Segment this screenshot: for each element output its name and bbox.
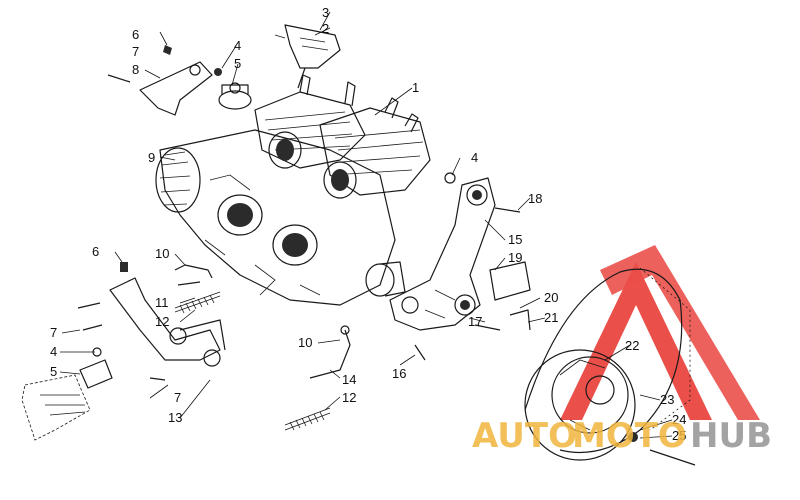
- callout-10b: 10: [298, 335, 312, 350]
- watermark-text-moto: MOTO: [572, 416, 687, 456]
- watermark-text-auto: AUTO: [472, 416, 577, 456]
- lower-mount-left: [21, 347, 113, 441]
- callout-15: 15: [508, 232, 522, 247]
- bolts-right: [414, 172, 531, 361]
- callout-2: 2: [322, 21, 329, 36]
- callout-23: 23: [660, 392, 674, 407]
- exhaust-spring-upper: [174, 291, 221, 314]
- leader-lines: [59, 11, 673, 439]
- callout-24: 24: [672, 412, 686, 427]
- callout-17: 17: [468, 314, 482, 329]
- callout-16: 16: [392, 366, 406, 381]
- callout-13: 13: [168, 410, 182, 425]
- callout-20: 20: [544, 290, 558, 305]
- callout-6a: 6: [132, 27, 139, 42]
- callout-11: 11: [155, 295, 169, 310]
- exhaust-spring-lower: [284, 407, 331, 431]
- engine-bracket-top: [107, 45, 213, 116]
- callout-18: 18: [528, 191, 542, 206]
- callout-7a: 7: [132, 44, 139, 59]
- callout-9: 9: [148, 150, 155, 165]
- callout-4a: 4: [234, 38, 241, 53]
- engine-block: [155, 74, 431, 306]
- callout-8: 8: [132, 62, 139, 77]
- callout-19: 19: [508, 250, 522, 265]
- callout-labels: 1 2 3 4 4 4 5 5 6 6 7 7 7 7 8 9 10 10 11…: [50, 5, 686, 443]
- drive-belt: [524, 267, 691, 454]
- watermark-text-hub: HUB: [690, 416, 772, 456]
- callout-12a: 12: [155, 314, 169, 329]
- callout-21: 21: [544, 310, 558, 325]
- watermark-triangle-left: [560, 262, 712, 420]
- engine-mount-top: [214, 68, 252, 110]
- callout-5a: 5: [234, 56, 241, 71]
- watermark-triangle-right: [600, 245, 760, 420]
- hose-lower: [309, 325, 351, 379]
- callout-5b: 5: [50, 364, 57, 379]
- callout-7b: 7: [50, 325, 57, 340]
- rope-handle: [274, 24, 341, 89]
- callout-6b: 6: [92, 244, 99, 259]
- hose-upper: [174, 264, 213, 286]
- bracket-19: [489, 261, 531, 301]
- callout-25: 25: [672, 428, 686, 443]
- bolts-lower-left: [77, 302, 166, 381]
- callout-22: 22: [625, 338, 639, 353]
- callout-14: 14: [342, 372, 356, 387]
- watermark-logo: [560, 245, 760, 420]
- callout-7c: 7: [174, 390, 181, 405]
- callout-4c: 4: [50, 344, 57, 359]
- lower-bracket-left: [109, 262, 226, 367]
- drive-clutch: [524, 349, 696, 466]
- clutch-side-plate: [389, 177, 496, 331]
- callout-4b: 4: [471, 150, 478, 165]
- callout-12b: 12: [342, 390, 356, 405]
- callout-3: 3: [322, 5, 329, 20]
- watermark-wordmark: AUTO MOTO HUB: [472, 416, 772, 456]
- callout-10a: 10: [155, 246, 169, 261]
- callout-1: 1: [412, 80, 419, 95]
